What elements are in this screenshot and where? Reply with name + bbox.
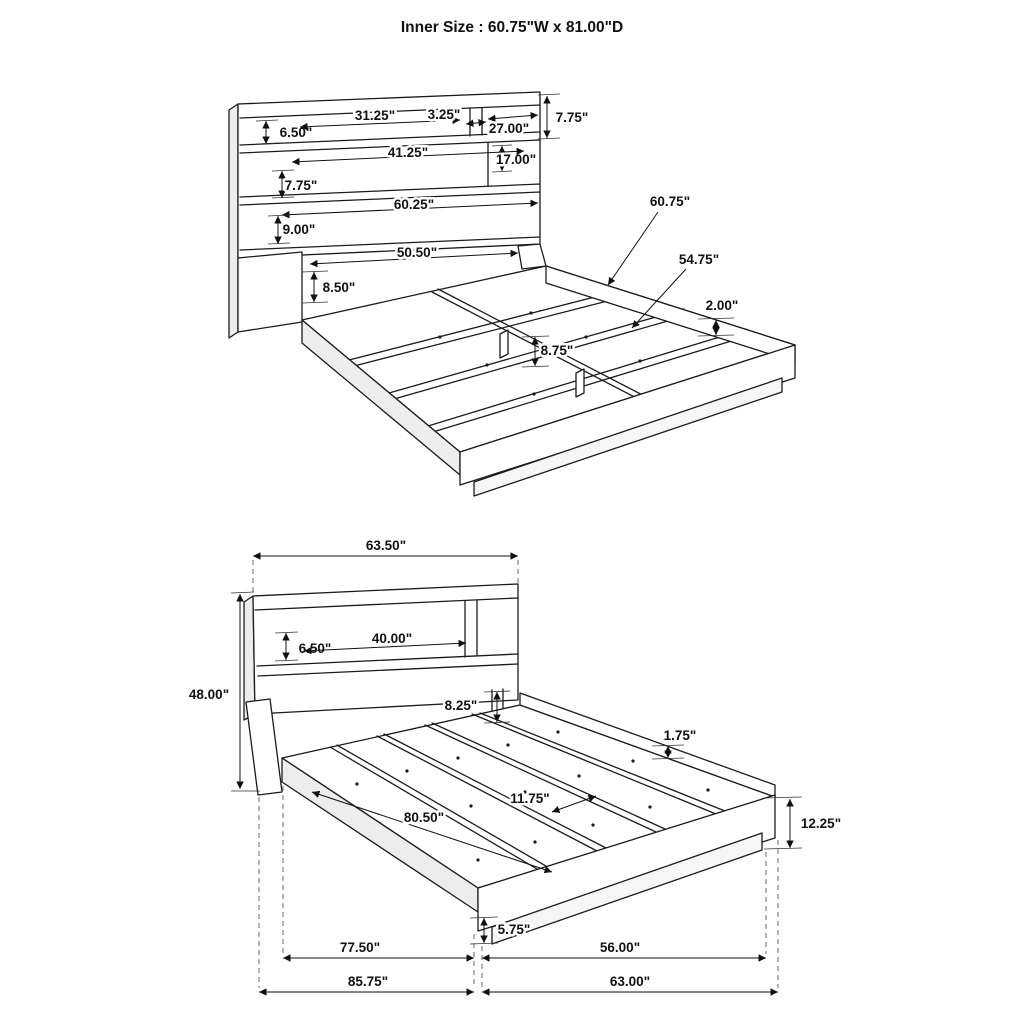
dim-bottom-slat-spacing: 11.75": [510, 791, 549, 806]
dim-bottom-overall-length: 63.00": [610, 974, 650, 989]
page-title: Inner Size : 60.75"W x 81.00"D: [401, 19, 623, 36]
dim-bottom-footboard-height: 12.25": [801, 816, 841, 831]
dim-top-leg-opening-height: 8.50": [323, 280, 356, 295]
dim-bottom-headboard-width: 63.50": [366, 538, 406, 553]
dim-top-rail-thickness: 2.00": [706, 298, 739, 313]
dim-top-inner-rail-length: 54.75": [679, 252, 719, 267]
top-view-dimensions: 6.50" 31.25" 3.25" 27.00" 7.75" 17.00" 4…: [255, 93, 741, 368]
dim-top-center-support-height: 8.75": [541, 343, 574, 358]
dim-top-lower-panel-height: 9.00": [283, 222, 316, 237]
dim-top-lower-panel-width: 60.25": [394, 197, 434, 212]
dim-bottom-platform-length: 80.50": [404, 810, 444, 825]
top-view: 6.50" 31.25" 3.25" 27.00" 7.75" 17.00" 4…: [228, 91, 796, 497]
dim-top-right-cubby-height: 17.00": [496, 152, 536, 167]
bottom-view: 63.50" 48.00" 6.50" 40.00" 8.25" 1.75": [186, 536, 844, 996]
dim-top-middle-section-height: 7.75": [285, 178, 318, 193]
dim-bottom-shelf-opening-width: 40.00": [372, 631, 412, 646]
dim-top-leg-opening-width: 50.50": [397, 245, 437, 260]
dim-bottom-overall-width: 85.75": [348, 974, 388, 989]
dim-bottom-platform-width-partial: 77.50": [340, 940, 380, 955]
dim-top-middle-shelf-width: 41.25": [388, 145, 428, 160]
dim-bottom-base-length-partial: 56.00": [600, 940, 640, 955]
dim-top-shelf-left-height: 6.50": [280, 125, 313, 140]
dim-bottom-overall-height: 48.00": [189, 687, 229, 702]
dim-top-section-height: 7.75": [556, 110, 589, 125]
dim-bottom-rail-lip-height: 1.75": [664, 728, 697, 743]
bed-front-art: [243, 583, 776, 945]
dim-top-shelf-right-width: 27.00": [489, 121, 529, 136]
dim-top-shelf-divider-width: 3.25": [428, 107, 461, 122]
dim-bottom-shelf-opening-height: 6.50": [299, 641, 332, 656]
dim-top-shelf-left-width: 31.25": [355, 108, 395, 123]
bottom-view-dimensions: 63.50" 48.00" 6.50" 40.00" 8.25" 1.75": [186, 536, 844, 996]
dim-bottom-base-height: 5.75": [498, 922, 531, 937]
dim-bottom-under-headboard-height: 8.25": [445, 698, 478, 713]
dim-top-side-rail-length: 60.75": [650, 194, 690, 209]
